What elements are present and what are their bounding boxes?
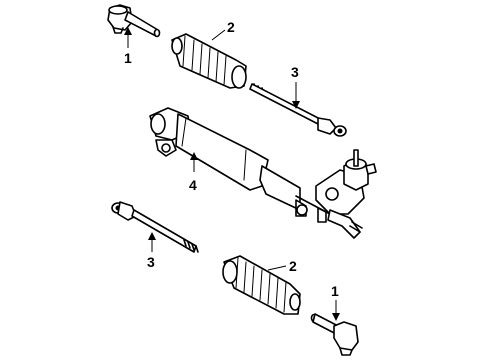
callout-2-upper: 2 (211, 19, 235, 41)
inner-tie-rod-upper (249, 83, 347, 137)
callout-3-lower: 3 (147, 232, 156, 270)
callout-1-upper: 1 (124, 27, 132, 66)
callout-number: 1 (331, 283, 339, 299)
callout-number: 3 (291, 64, 299, 80)
callout-number: 1 (124, 50, 132, 66)
callout-1-lower: 1 (331, 283, 340, 321)
rack-housing (149, 107, 377, 239)
callout-3-upper: 3 (291, 64, 300, 109)
tie-rod-end-upper (107, 4, 161, 38)
callout-number: 2 (289, 258, 297, 274)
callout-4: 4 (189, 152, 198, 193)
tie-rod-end-lower (310, 313, 359, 356)
callout-2-lower: 2 (267, 258, 297, 274)
callout-number: 2 (227, 19, 235, 35)
callout-number: 4 (189, 177, 197, 193)
boot-upper (171, 33, 247, 89)
boot-lower (222, 255, 301, 315)
callout-number: 3 (147, 254, 155, 270)
inner-tie-rod-lower (111, 201, 199, 253)
